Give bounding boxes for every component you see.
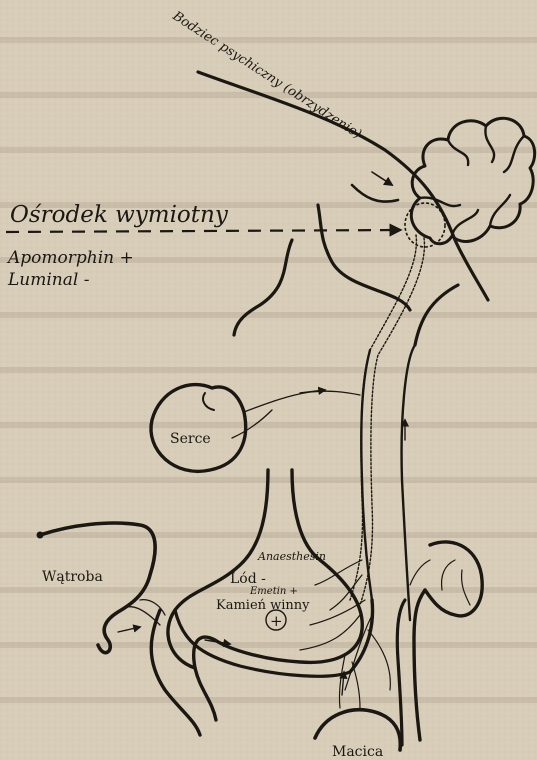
ice-label: Lód - (230, 571, 266, 587)
tartar-label: Kamień winny (216, 598, 310, 613)
liver-end-dot (37, 532, 44, 539)
center-label: Ośrodek wymiotny (10, 202, 229, 228)
liver-label: Wątroba (42, 569, 103, 585)
uterus-label: Macica (332, 744, 383, 760)
heart-label: Serce (170, 431, 211, 447)
anesthesin-label: Anaesthesin (257, 550, 326, 563)
emetine-label: Emetin + (249, 586, 298, 597)
luminal-label: Luminal - (7, 270, 90, 290)
tartar-plus: + (270, 612, 283, 630)
apomorphin-label: Apomorphin + (6, 248, 134, 268)
